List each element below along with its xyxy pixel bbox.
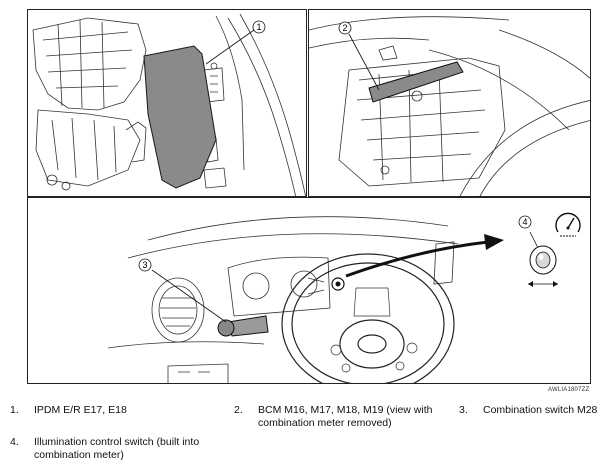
legend-item-4: 4. Illumination control switch (built in… xyxy=(10,436,220,464)
bcm-location-view: 2 xyxy=(308,9,591,197)
callout-1-label: 1 xyxy=(256,22,261,32)
legend-number: 1. xyxy=(10,404,19,416)
figure-id: AWLIA1807ZZ xyxy=(548,387,590,393)
callout-4-marker xyxy=(518,215,532,229)
bcm-location-drawing: 2 xyxy=(309,16,590,196)
legend-text: Combination switch M28 xyxy=(483,404,598,416)
engine-compartment-view: 1 xyxy=(27,9,307,197)
legend-number: 4. xyxy=(10,436,19,448)
callout-2-marker xyxy=(338,21,352,35)
legend-number: 2. xyxy=(234,404,243,416)
legend-item-2: 2. BCM M16, M17, M18, M19 (view with com… xyxy=(234,404,444,432)
illumination-switch-knob xyxy=(529,245,557,275)
rotate-arrows-icon xyxy=(528,281,558,287)
callout-4-label: 4 xyxy=(522,217,527,227)
legend-text: Illumination control switch (built into … xyxy=(34,436,200,461)
dashboard-view: 3 4 xyxy=(27,197,591,384)
callout-3-label: 3 xyxy=(142,260,147,270)
pointer-arrow xyxy=(345,240,489,278)
speedometer-icon xyxy=(555,212,581,237)
dashboard-drawing: 3 4 xyxy=(107,212,581,383)
legend-text: BCM M16, M17, M18, M19 (view with combin… xyxy=(258,404,433,429)
engine-compartment-drawing: 1 xyxy=(32,13,306,196)
legend-text: IPDM E/R E17, E18 xyxy=(34,404,127,416)
legend-number: 3. xyxy=(459,404,468,416)
callout-3-marker xyxy=(138,258,152,272)
callout-1-marker xyxy=(252,20,266,34)
legend-item-3: 3. Combination switch M28 xyxy=(459,404,609,418)
legend-item-1: 1. IPDM E/R E17, E18 xyxy=(10,404,210,418)
callout-2-label: 2 xyxy=(342,23,347,33)
